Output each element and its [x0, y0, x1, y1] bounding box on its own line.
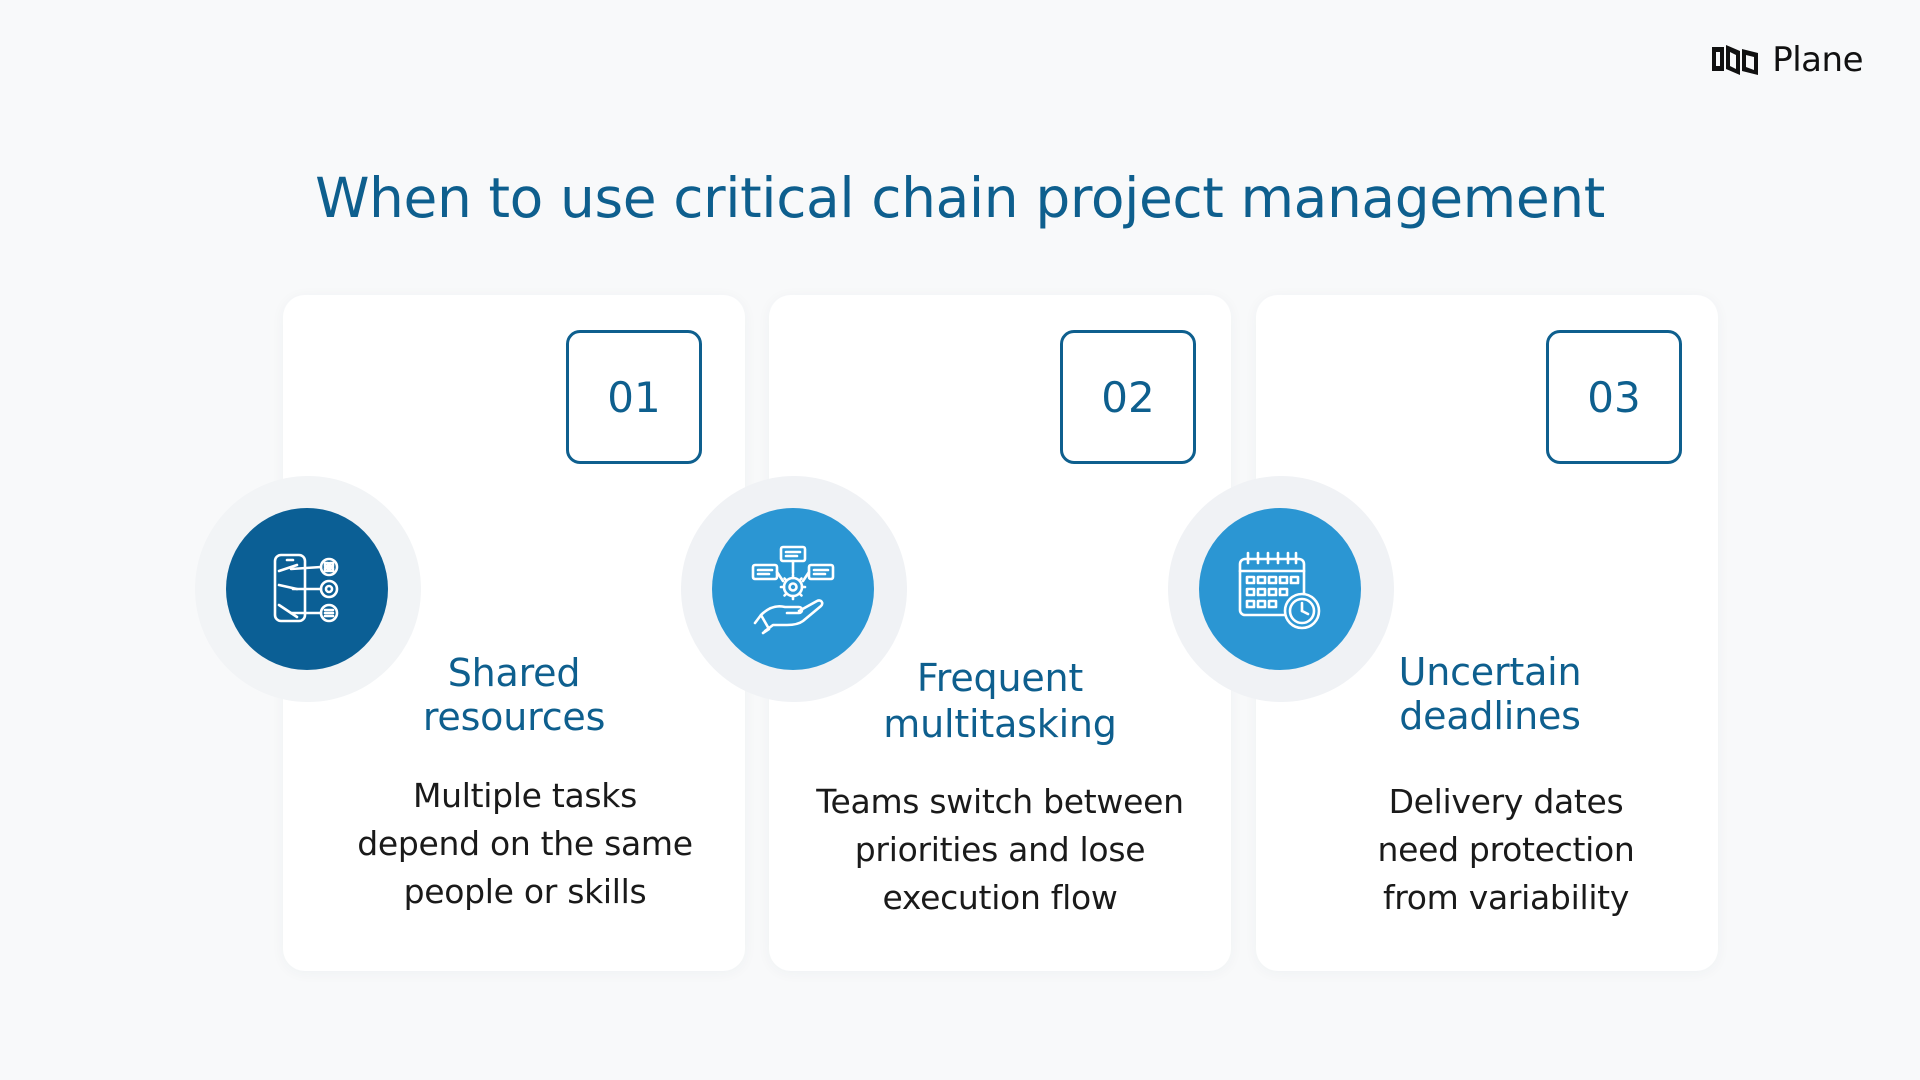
phone-network-icon — [273, 553, 339, 623]
brand-logo[interactable]: Plane — [1710, 40, 1863, 80]
card-heading: Uncertain deadlines — [1360, 650, 1620, 738]
card-description-line: depend on the same — [357, 824, 693, 863]
card-heading: Shared resources — [394, 651, 634, 739]
card-description-line: need protection — [1377, 830, 1635, 869]
card-heading-line: Uncertain — [1398, 650, 1582, 694]
card-description: Multiple tasks depend on the same people… — [335, 772, 715, 916]
card-heading: Frequent multitasking — [860, 656, 1140, 746]
card-heading-line: Frequent — [916, 656, 1084, 700]
plane-logo-icon — [1712, 45, 1759, 75]
calendar-clock-icon — [1238, 551, 1321, 630]
card-description: Teams switch between priorities and lose… — [800, 778, 1200, 922]
card-frequent-multitasking: 02 — [769, 295, 1231, 971]
card-heading-line: deadlines — [1399, 694, 1581, 738]
card-description: Delivery dates need protection from vari… — [1320, 778, 1692, 922]
brand-name: Plane — [1772, 40, 1863, 80]
card-description-line: Teams switch between — [816, 782, 1184, 821]
card-number-badge: 03 — [1546, 330, 1682, 464]
card-description-line: execution flow — [882, 878, 1118, 917]
card-number-badge: 02 — [1060, 330, 1196, 464]
icon-circle — [1199, 508, 1361, 670]
card-description-line: people or skills — [403, 872, 647, 911]
card-description-line: Multiple tasks — [412, 776, 638, 815]
hand-gear-icon — [751, 545, 835, 635]
icon-circle — [226, 508, 388, 670]
card-description-line: Delivery dates — [1388, 782, 1624, 821]
page-title: When to use critical chain project manag… — [315, 166, 1605, 230]
card-heading-line: resources — [422, 695, 606, 739]
card-description-line: from variability — [1382, 878, 1630, 917]
card-heading-line: Shared — [447, 651, 581, 695]
icon-circle — [712, 508, 874, 670]
card-description-line: priorities and lose — [854, 830, 1146, 869]
card-number-badge: 01 — [566, 330, 702, 464]
card-heading-line: multitasking — [883, 702, 1117, 746]
